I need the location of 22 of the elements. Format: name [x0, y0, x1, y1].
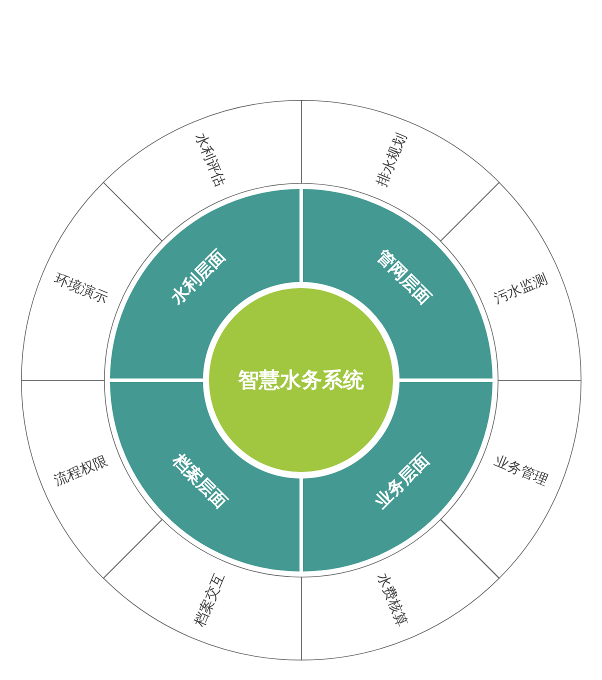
outer-segment — [20, 182, 162, 380]
segment-label: 管网层面 — [372, 246, 434, 309]
segment-label: 档案层面 — [168, 451, 230, 514]
outer-segment — [440, 380, 582, 578]
outer-segment — [300, 518, 500, 660]
segment-label: 流程权限 — [52, 453, 110, 490]
segment-label: 污水监测 — [492, 270, 550, 307]
segment-label: 档案交互 — [192, 571, 228, 630]
segment-label: 水利评估 — [192, 130, 228, 189]
outer-segment — [102, 518, 302, 660]
segment-label: 业务层面 — [372, 451, 434, 514]
segment-label: 环境演示 — [52, 270, 110, 307]
outer-segment — [20, 380, 162, 578]
segment-label: 排水规划 — [374, 130, 410, 189]
outer-segment — [102, 100, 302, 242]
segment-label: 水费核算 — [374, 571, 410, 630]
segment-label: 水利层面 — [168, 246, 230, 309]
segment-label: 业务管理 — [492, 453, 550, 490]
outer-segment — [300, 100, 500, 242]
outer-segment — [440, 182, 582, 380]
hub-label: 智慧水务系统 — [238, 368, 364, 392]
hub-circle — [209, 288, 393, 472]
